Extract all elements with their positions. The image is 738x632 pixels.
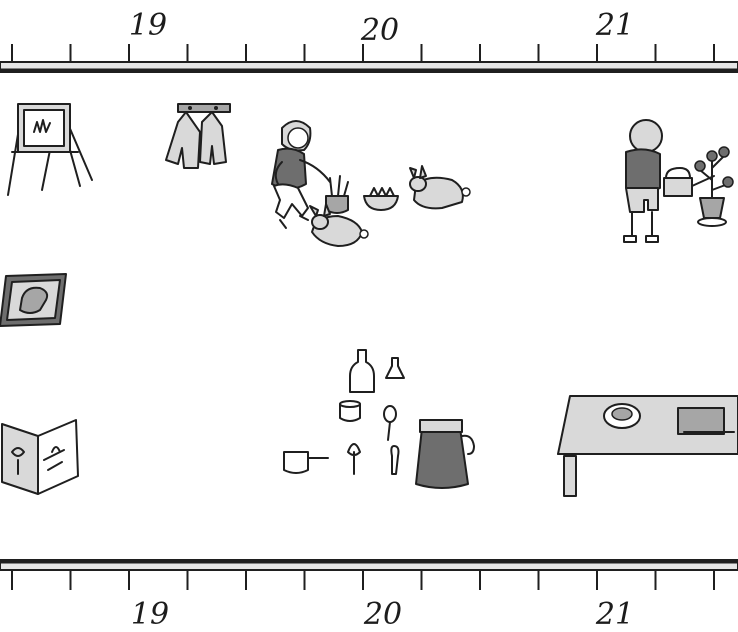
top-tick-label-20: 20 <box>360 13 399 48</box>
top-ruler: 19 20 21 <box>0 8 738 73</box>
top-tick-label-21: 21 <box>595 8 634 43</box>
bottom-tick-label-19: 19 <box>131 597 169 632</box>
easel-icon <box>7 103 93 196</box>
bottom-ruler: 19 20 21 <box>0 559 738 632</box>
child-feeding-rabbits-icon <box>271 120 471 247</box>
bottom-tick-label-20: 20 <box>363 597 402 632</box>
top-tick-label-19: 19 <box>129 8 167 43</box>
bottom-ruler-ticks <box>11 570 715 590</box>
puzzle-tray-icon <box>0 273 67 327</box>
coat-hook-icon <box>165 103 231 169</box>
table-icon <box>557 395 738 497</box>
kitchen-utensils-icon <box>283 349 475 489</box>
top-ruler-ticks <box>11 44 715 62</box>
bottom-ruler-bar <box>0 559 738 571</box>
bottom-tick-label-21: 21 <box>595 597 634 632</box>
child-watering-plant-icon <box>623 119 734 243</box>
picture-book-icon <box>1 419 79 495</box>
top-ruler-bar <box>0 61 738 73</box>
